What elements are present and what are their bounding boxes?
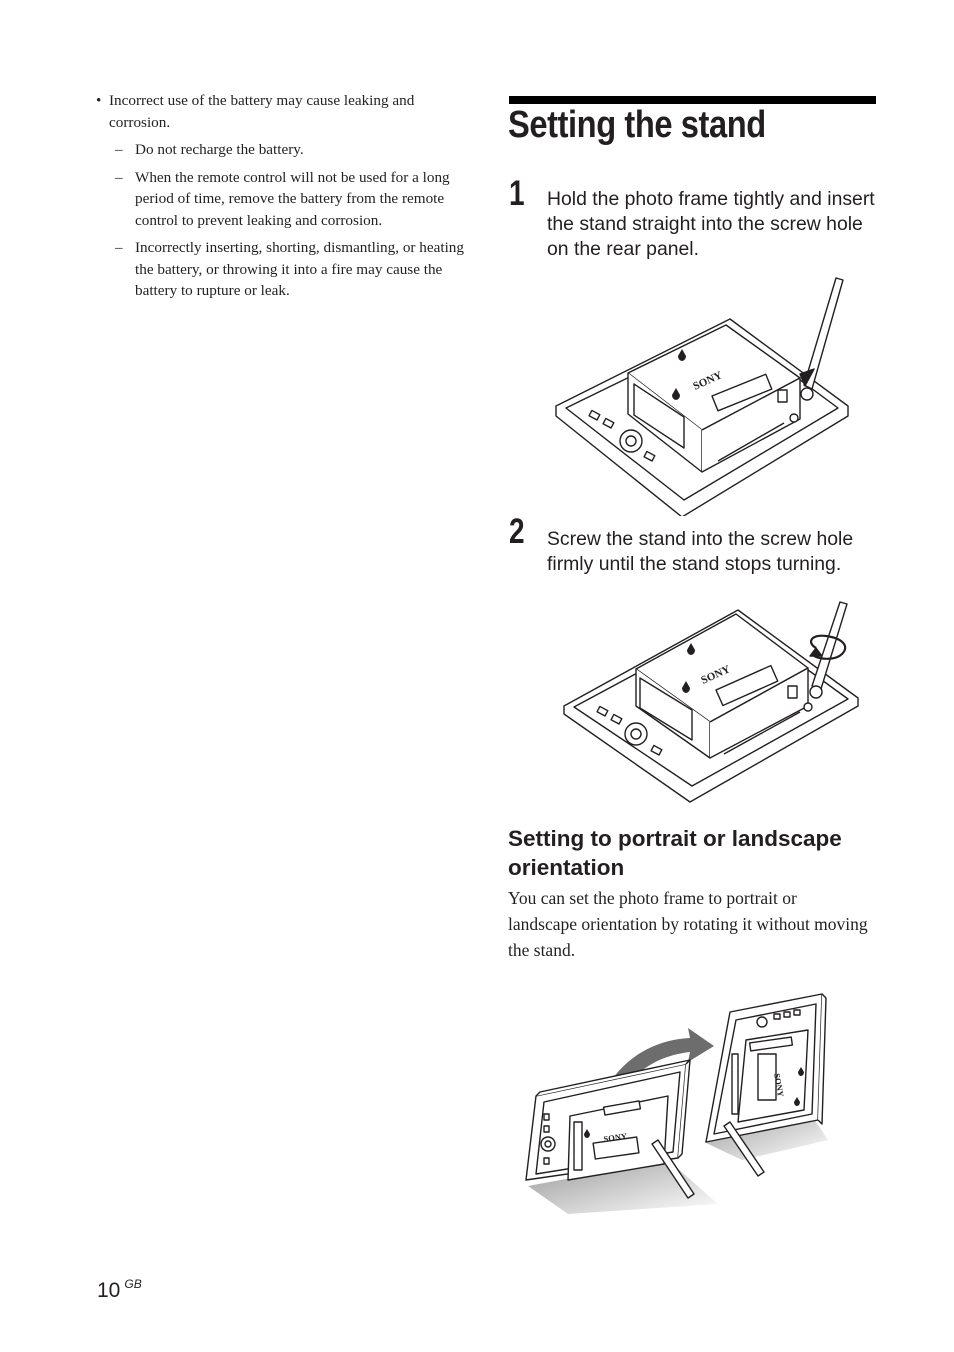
section-rule [509, 96, 876, 104]
brand-label: SONY [603, 1131, 628, 1144]
dash-mark: – [115, 239, 123, 256]
page-number: 10 [97, 1279, 121, 1302]
step-number: 2 [509, 512, 525, 551]
bullet-mark: • [96, 92, 102, 109]
step-text: Hold the photo frame tightly and insert … [547, 188, 875, 260]
region-code: GB [124, 1277, 142, 1291]
caution-sub-item-text: Incorrectly inserting, shorting, dismant… [135, 239, 464, 299]
subheading: Setting to portrait or landscape orienta… [508, 826, 842, 880]
section-title: Setting the stand [508, 104, 766, 146]
step-number: 1 [509, 174, 525, 213]
stand-screw-illustration: SONY [560, 594, 866, 806]
caution-sub-item: – When the remote control will not be us… [96, 167, 468, 232]
battery-caution-list: • Incorrect use of the battery may cause… [96, 90, 468, 308]
dash-mark: – [115, 141, 123, 158]
caution-sub-item-text: When the remote control will not be used… [135, 168, 450, 229]
caution-bullet: • Incorrect use of the battery may cause… [96, 90, 468, 133]
dash-mark: – [115, 168, 123, 186]
caution-bullet-text: Incorrect use of the battery may cause l… [109, 92, 415, 131]
step-text: Screw the stand into the screw hole firm… [547, 528, 854, 575]
caution-sub-item: – Incorrectly inserting, shorting, disma… [96, 237, 468, 302]
brand-label: SONY [772, 1073, 786, 1098]
body-paragraph: You can set the photo frame to portrait … [508, 888, 868, 960]
stand-insert-illustration: SONY [552, 272, 854, 516]
caution-sub-item: – Do not recharge the battery. [96, 139, 468, 161]
orientation-illustration: SONY SONY [518, 990, 832, 1216]
caution-sub-item-text: Do not recharge the battery. [135, 141, 304, 158]
